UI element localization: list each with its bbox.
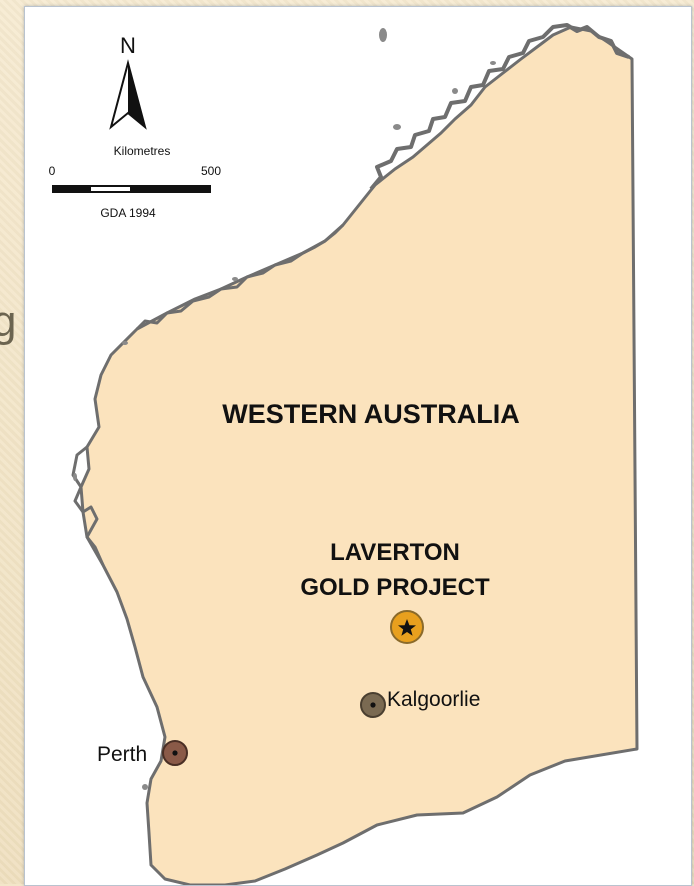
north-label: N — [120, 33, 136, 58]
kimberley-coastline — [369, 23, 630, 191]
perth-marker[interactable] — [162, 740, 188, 766]
project-marker[interactable] — [390, 610, 424, 644]
kalgoorlie-label: Kalgoorlie — [387, 688, 480, 711]
scale-end: 500 — [201, 164, 221, 178]
western-australia-landmass — [79, 25, 639, 885]
town-dot-icon — [172, 750, 178, 756]
scale-start: 0 — [49, 164, 56, 178]
region-name: WESTERN AUSTRALIA — [222, 399, 520, 429]
scale-units: Kilometres — [114, 144, 171, 158]
town-dot-icon — [370, 702, 376, 708]
map-frame: N Kilometres 0 500 GDA 1994 WESTERN AUST… — [24, 6, 692, 886]
scale-bar-white-segment — [91, 187, 130, 191]
shark-bay-coastline — [71, 445, 105, 566]
map-canvas: N Kilometres 0 500 GDA 1994 WESTERN AUST… — [49, 23, 639, 885]
project-name-line1: LAVERTON — [330, 539, 460, 566]
scale-datum: GDA 1994 — [100, 206, 156, 220]
perth-label: Perth — [97, 743, 147, 766]
scale-bar: Kilometres 0 500 GDA 1994 — [49, 144, 222, 220]
pilbara-coastline — [135, 223, 345, 331]
scale-bar-black-segment — [52, 185, 211, 193]
north-arrow: N — [109, 33, 147, 130]
coastal-islands — [73, 28, 496, 790]
slide-text-fragment: g — [0, 297, 17, 346]
star-icon — [398, 619, 416, 636]
kalgoorlie-marker[interactable] — [360, 692, 386, 718]
project-name-line2: GOLD PROJECT — [300, 574, 490, 601]
